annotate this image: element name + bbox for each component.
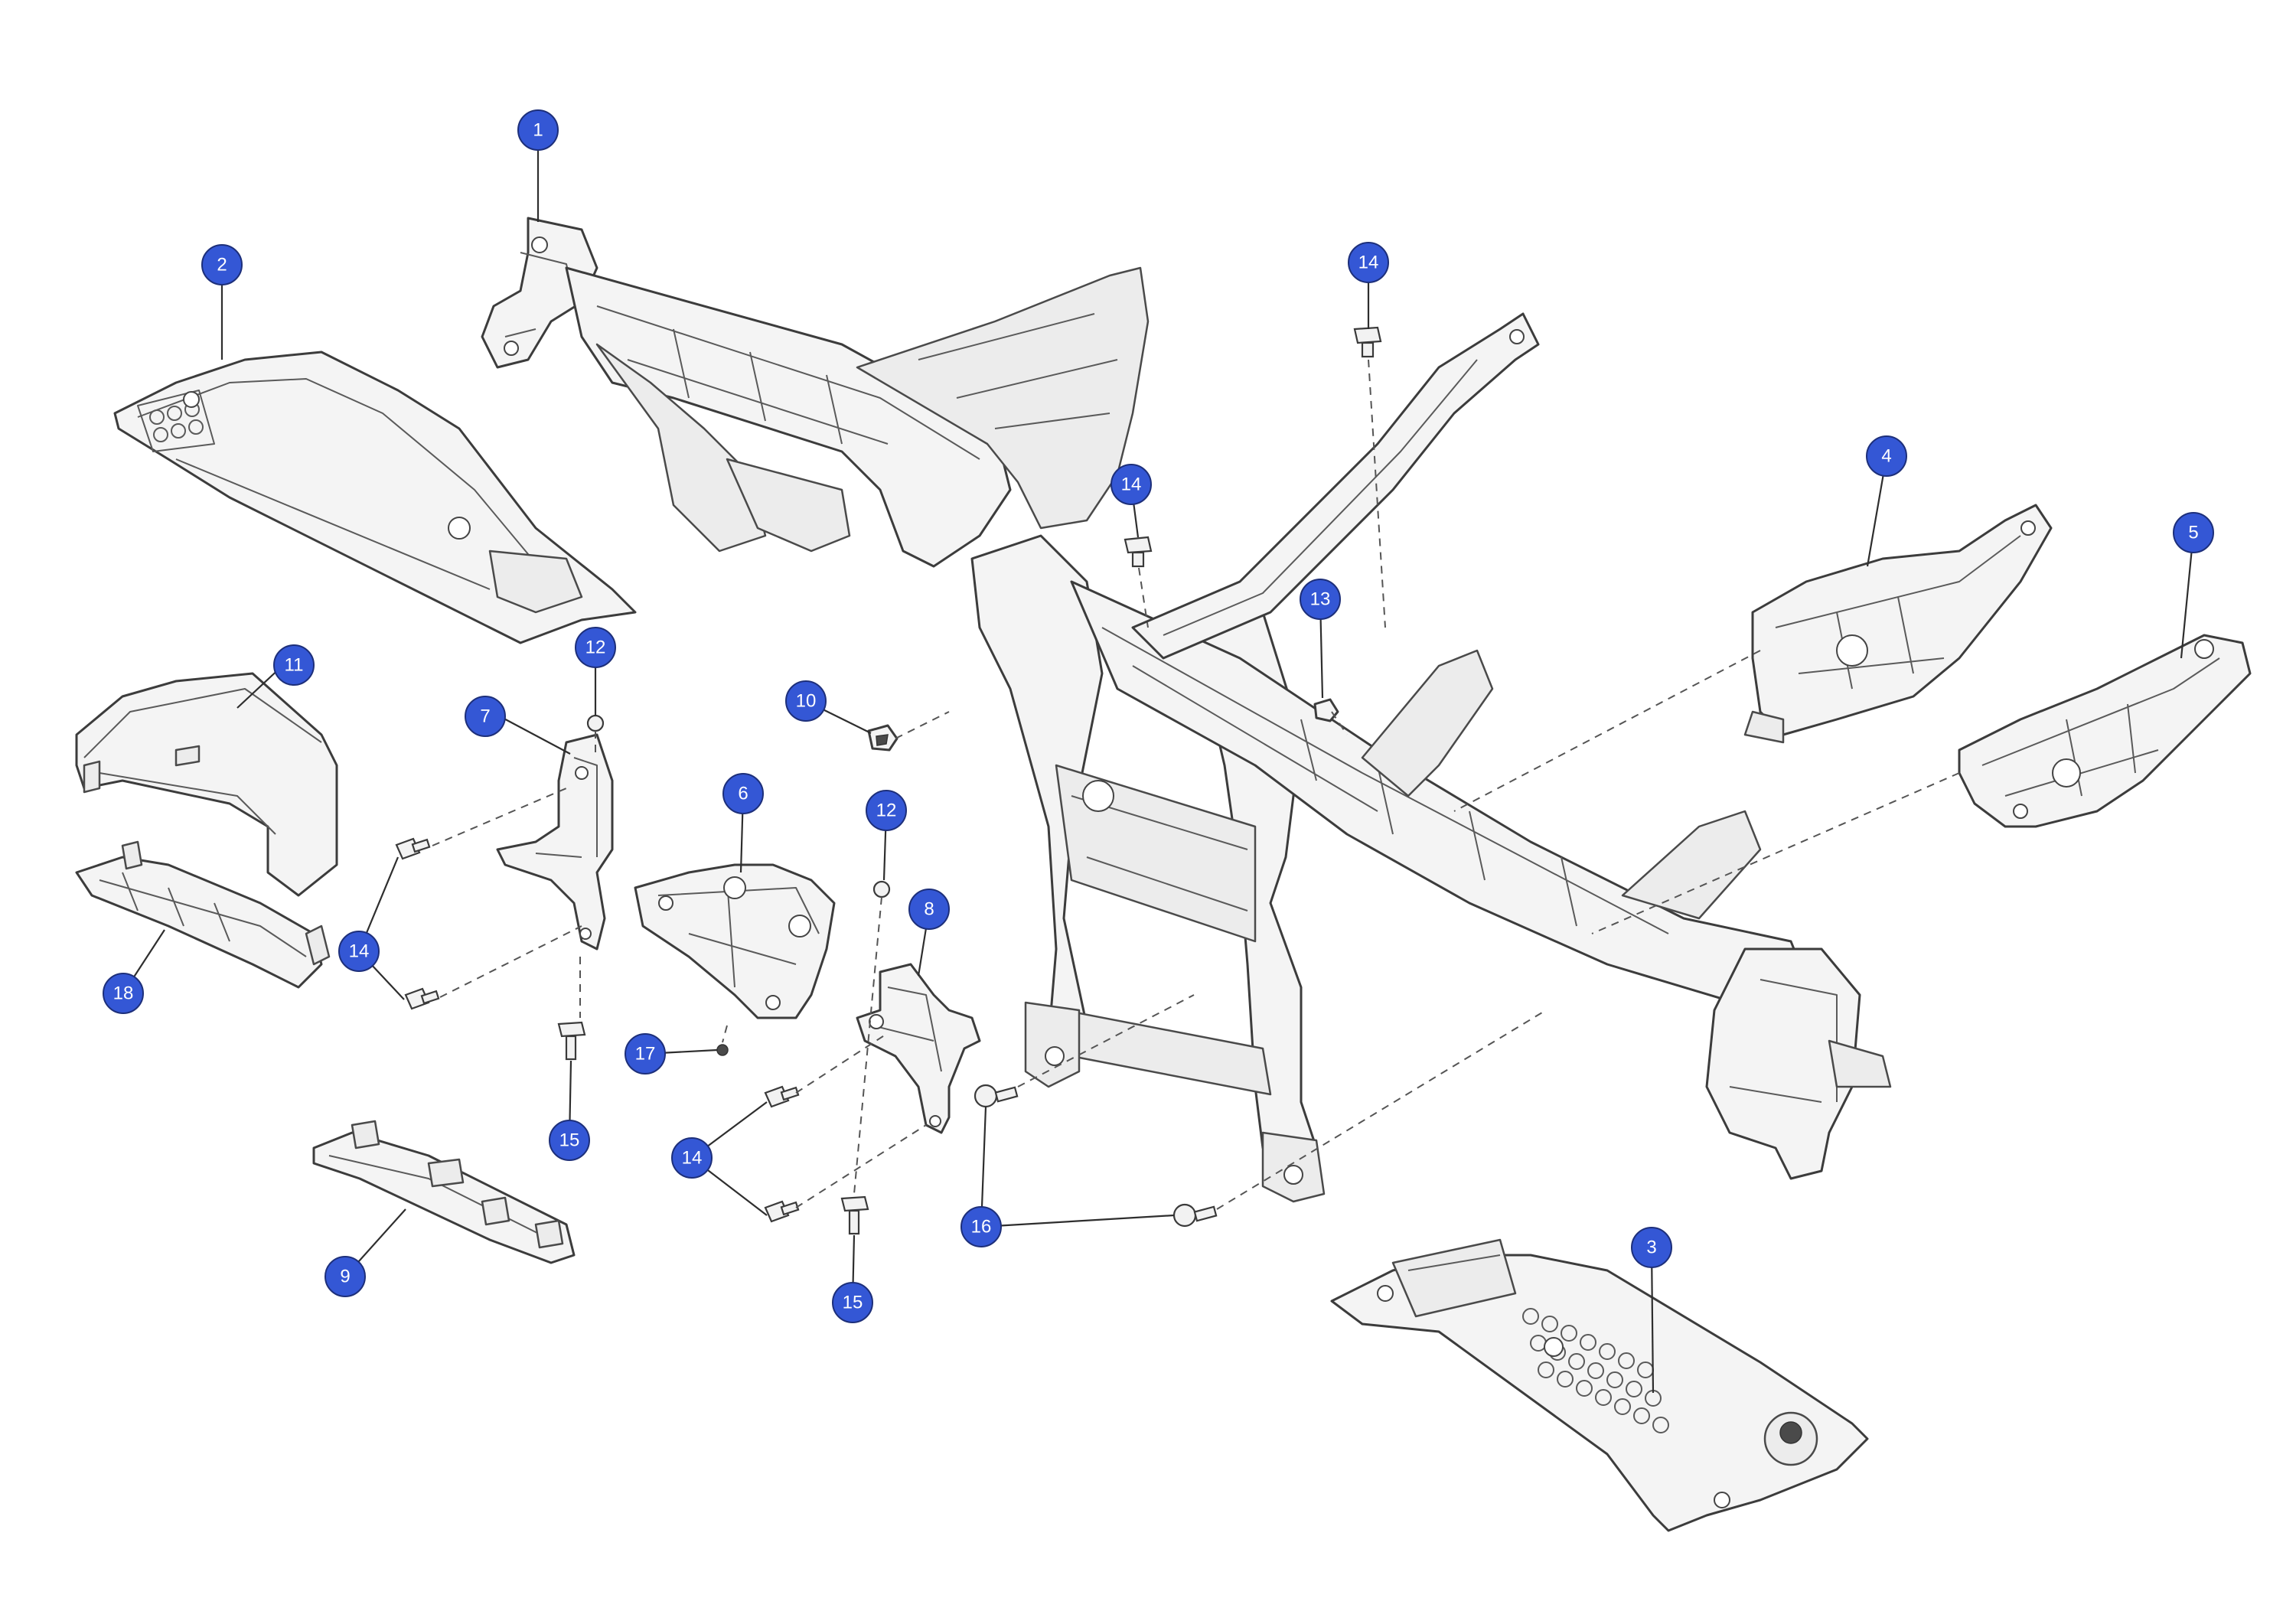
callout-1[interactable]: 1 bbox=[517, 109, 559, 151]
svg-text:3: 3 bbox=[1646, 1238, 1656, 1258]
part-lower-right-panel bbox=[1330, 1238, 1869, 1532]
callout-8[interactable]: 8 bbox=[908, 889, 950, 930]
svg-text:13: 13 bbox=[1310, 589, 1331, 610]
svg-text:17: 17 bbox=[635, 1044, 656, 1065]
bolt-14-center-lower bbox=[764, 1200, 800, 1223]
bolt-15-center bbox=[840, 1195, 869, 1235]
svg-text:12: 12 bbox=[876, 801, 897, 821]
callout-3[interactable]: 3 bbox=[1631, 1227, 1672, 1268]
callout-9[interactable]: 9 bbox=[325, 1256, 366, 1297]
callout-14-lower[interactable]: 14 bbox=[671, 1137, 713, 1179]
part-small-clip-10 bbox=[867, 724, 899, 752]
callout-11[interactable]: 11 bbox=[273, 644, 315, 686]
callout-13[interactable]: 13 bbox=[1300, 579, 1341, 620]
svg-text:16: 16 bbox=[971, 1217, 992, 1238]
svg-text:10: 10 bbox=[796, 691, 817, 712]
part-small-clip-13 bbox=[1313, 698, 1339, 722]
callout-5[interactable]: 5 bbox=[2173, 512, 2214, 553]
callout-6[interactable]: 6 bbox=[722, 773, 764, 814]
fasteners bbox=[395, 326, 1382, 1235]
part-cross-car-beam bbox=[481, 217, 1892, 1203]
callout-2[interactable]: 2 bbox=[201, 244, 243, 285]
part-right-bracket-lower bbox=[1958, 634, 2252, 828]
svg-text:8: 8 bbox=[924, 899, 934, 920]
svg-text:12: 12 bbox=[585, 638, 606, 658]
svg-text:9: 9 bbox=[340, 1267, 350, 1287]
callout-bubbles: 1 2 3 4 5 6 7 8 9 10 11 12 12 13 14 14 1… bbox=[103, 109, 2214, 1323]
bolt-15-left bbox=[557, 1021, 586, 1061]
svg-text:14: 14 bbox=[682, 1148, 703, 1169]
bolt-14-left-upper bbox=[395, 837, 431, 860]
bolt-14-top bbox=[1353, 326, 1382, 358]
bolt-16-right bbox=[1172, 1203, 1218, 1228]
callout-14-center[interactable]: 14 bbox=[1110, 464, 1152, 505]
callout-16[interactable]: 16 bbox=[960, 1206, 1002, 1247]
callout-15-left[interactable]: 15 bbox=[549, 1120, 590, 1161]
svg-text:15: 15 bbox=[559, 1130, 580, 1151]
part-right-bracket-upper bbox=[1743, 504, 2053, 744]
svg-text:6: 6 bbox=[738, 784, 748, 804]
svg-text:14: 14 bbox=[349, 941, 370, 962]
bolt-14-left-lower bbox=[404, 987, 440, 1010]
nut-12-center bbox=[872, 880, 891, 898]
part-left-vertical-bracket bbox=[496, 733, 614, 951]
part-center-vertical-bracket bbox=[856, 963, 981, 1134]
part-center-bracket-assembly bbox=[634, 863, 836, 1019]
callout-17[interactable]: 17 bbox=[625, 1033, 666, 1075]
callout-14-top[interactable]: 14 bbox=[1348, 242, 1389, 283]
callout-15-center[interactable]: 15 bbox=[832, 1282, 873, 1323]
svg-text:11: 11 bbox=[285, 655, 304, 676]
callout-18[interactable]: 18 bbox=[103, 973, 144, 1014]
svg-text:18: 18 bbox=[113, 983, 134, 1004]
svg-text:7: 7 bbox=[480, 706, 490, 727]
svg-text:14: 14 bbox=[1358, 253, 1379, 273]
bolt-16-left bbox=[974, 1084, 1019, 1108]
nut-12-left bbox=[586, 714, 605, 732]
part-bracket-18 bbox=[75, 840, 331, 989]
svg-text:5: 5 bbox=[2188, 523, 2198, 543]
svg-text:1: 1 bbox=[533, 120, 543, 141]
bolt-14-center bbox=[1124, 536, 1153, 568]
svg-text:4: 4 bbox=[1881, 446, 1891, 467]
svg-text:2: 2 bbox=[217, 255, 227, 276]
part-left-upper-panel bbox=[113, 351, 637, 644]
callout-12-center[interactable]: 12 bbox=[866, 790, 907, 831]
callout-7[interactable]: 7 bbox=[465, 696, 506, 737]
screw-17 bbox=[716, 1044, 729, 1056]
part-cover-11 bbox=[75, 672, 338, 897]
svg-text:15: 15 bbox=[843, 1293, 863, 1313]
bolt-14-center-upper bbox=[764, 1085, 800, 1108]
callout-4[interactable]: 4 bbox=[1866, 435, 1907, 477]
callout-10[interactable]: 10 bbox=[785, 680, 827, 722]
callout-12-left[interactable]: 12 bbox=[575, 627, 616, 668]
assembly-lines bbox=[432, 359, 1960, 1210]
svg-text:14: 14 bbox=[1121, 474, 1142, 495]
part-lower-left-handle bbox=[312, 1120, 576, 1264]
callout-14-left[interactable]: 14 bbox=[338, 931, 380, 972]
part-diagonal-brace bbox=[1131, 312, 1540, 660]
